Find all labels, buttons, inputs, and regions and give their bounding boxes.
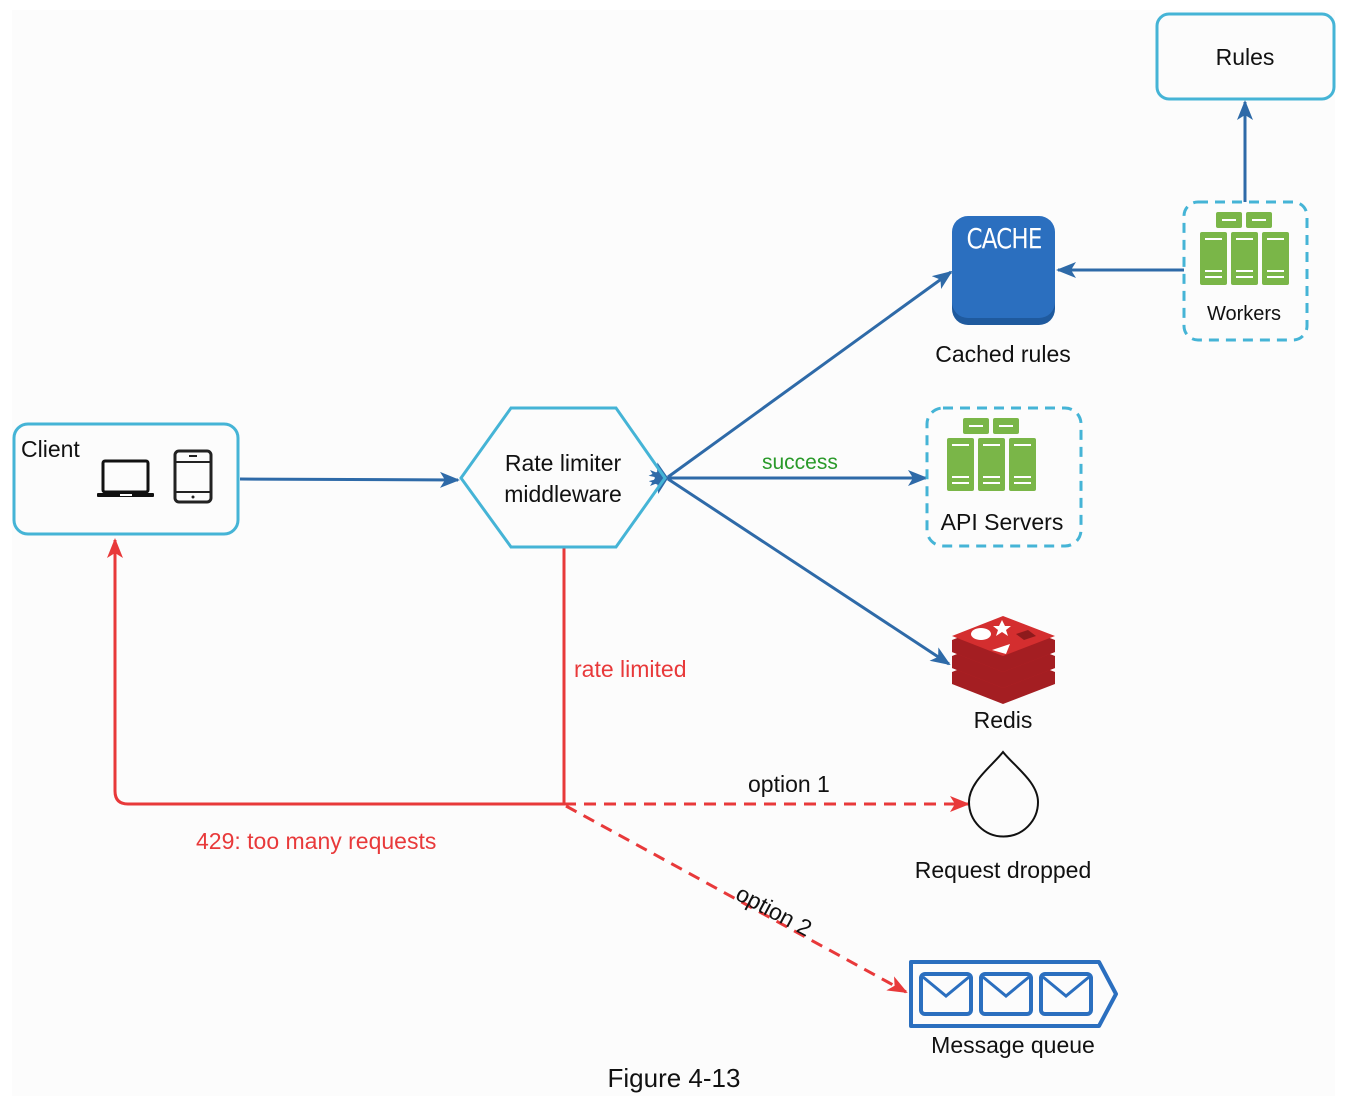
client-node[interactable] xyxy=(12,422,240,536)
option1-edge-label: option 1 xyxy=(748,771,830,797)
rate-limiter-label-line1: Rate limiter xyxy=(504,450,622,476)
server-rack-icon xyxy=(947,418,1036,491)
envelope-icon xyxy=(919,972,973,1016)
edge-rate-limited-to-client xyxy=(107,538,566,806)
message-queue-node[interactable] xyxy=(909,960,1118,1028)
edge-rate-limiter-to-cache xyxy=(648,270,953,495)
edge-client-to-rate-limiter xyxy=(239,471,460,488)
redis-icon xyxy=(952,616,1055,704)
server-rack-icon xyxy=(1200,212,1289,285)
client-label: Client xyxy=(21,436,80,462)
message-queue-label: Message queue xyxy=(931,1032,1095,1058)
too-many-requests-edge-label: 429: too many requests xyxy=(196,828,437,854)
cache-node[interactable] xyxy=(952,216,1055,325)
redis-label: Redis xyxy=(973,707,1033,733)
laptop-icon xyxy=(97,459,154,497)
edge-rate-limiter-to-redis xyxy=(648,462,951,666)
api-servers-label: API Servers xyxy=(940,509,1064,535)
cached-rules-label: Cached rules xyxy=(935,341,1071,367)
redis-node[interactable] xyxy=(952,616,1055,704)
edge-option2-to-queue xyxy=(565,804,908,994)
rules-node[interactable] xyxy=(1155,12,1336,101)
rate-limiter-label-line2: middleware xyxy=(504,481,622,507)
figure-caption: Figure 4-13 xyxy=(607,1063,741,1093)
cache-badge: CACHE xyxy=(966,222,1042,255)
api-servers-node[interactable] xyxy=(925,406,1083,548)
tablet-icon xyxy=(173,449,213,504)
success-edge-label: success xyxy=(762,451,838,474)
envelope-icon xyxy=(979,972,1033,1016)
envelope-icon xyxy=(1039,972,1093,1016)
workers-node[interactable] xyxy=(1182,200,1309,342)
workers-label: Workers xyxy=(1206,303,1282,325)
rate-limited-edge-label: rate limited xyxy=(574,656,687,682)
request-dropped-label: Request dropped xyxy=(914,857,1092,883)
rate-limiter-node[interactable] xyxy=(459,406,667,549)
request-dropped-node[interactable] xyxy=(967,750,1040,838)
rules-label: Rules xyxy=(1215,44,1275,70)
